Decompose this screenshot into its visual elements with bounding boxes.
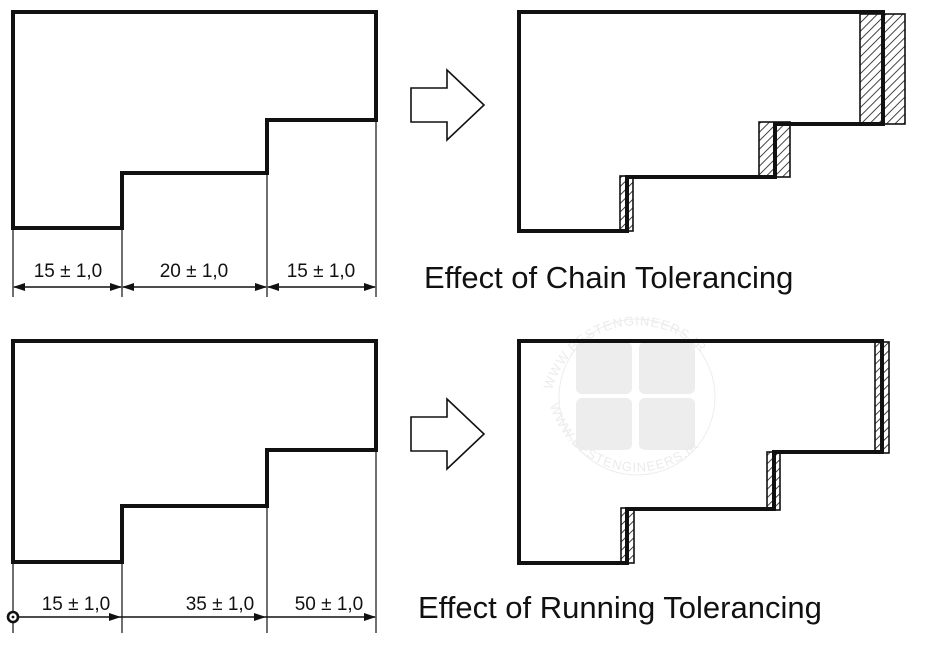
chain-result-outline xyxy=(517,10,885,233)
right-arrow-icon xyxy=(410,68,486,142)
running-dimension-label-3: 50 ± 1,0 xyxy=(295,594,364,615)
right-arrow-icon xyxy=(410,397,486,471)
chain-tolerancing-section: 15 ± 1,0 20 ± 1,0 15 ± 1,0 Effect of Cha… xyxy=(11,10,906,297)
running-caption: Effect of Running Tolerancing xyxy=(418,590,822,625)
chain-dimension-label-1: 15 ± 1,0 xyxy=(34,261,103,282)
running-arrowhead-2 xyxy=(254,613,266,621)
chain-dimension-label-3: 15 ± 1,0 xyxy=(287,261,356,282)
running-dimension-label-2: 35 ± 1,0 xyxy=(186,594,255,615)
chain-dimension-label-2: 20 ± 1,0 xyxy=(160,261,229,282)
running-dimension-label-1: 15 ± 1,0 xyxy=(42,594,111,615)
running-arrowhead-1 xyxy=(109,613,121,621)
running-tolerancing-section: 15 ± 1,0 35 ± 1,0 50 ± 1,0 Effect of Run… xyxy=(6,339,890,633)
watermark-logo: WWW.BESTENGINEERS.IR WWW.BESTENGINEERS.I… xyxy=(540,313,716,476)
chain-part-outline xyxy=(11,10,378,230)
chain-caption: Effect of Chain Tolerancing xyxy=(424,260,793,295)
running-result-outline xyxy=(517,339,884,565)
datum-origin-icon xyxy=(6,610,20,624)
running-part-outline xyxy=(11,339,378,564)
